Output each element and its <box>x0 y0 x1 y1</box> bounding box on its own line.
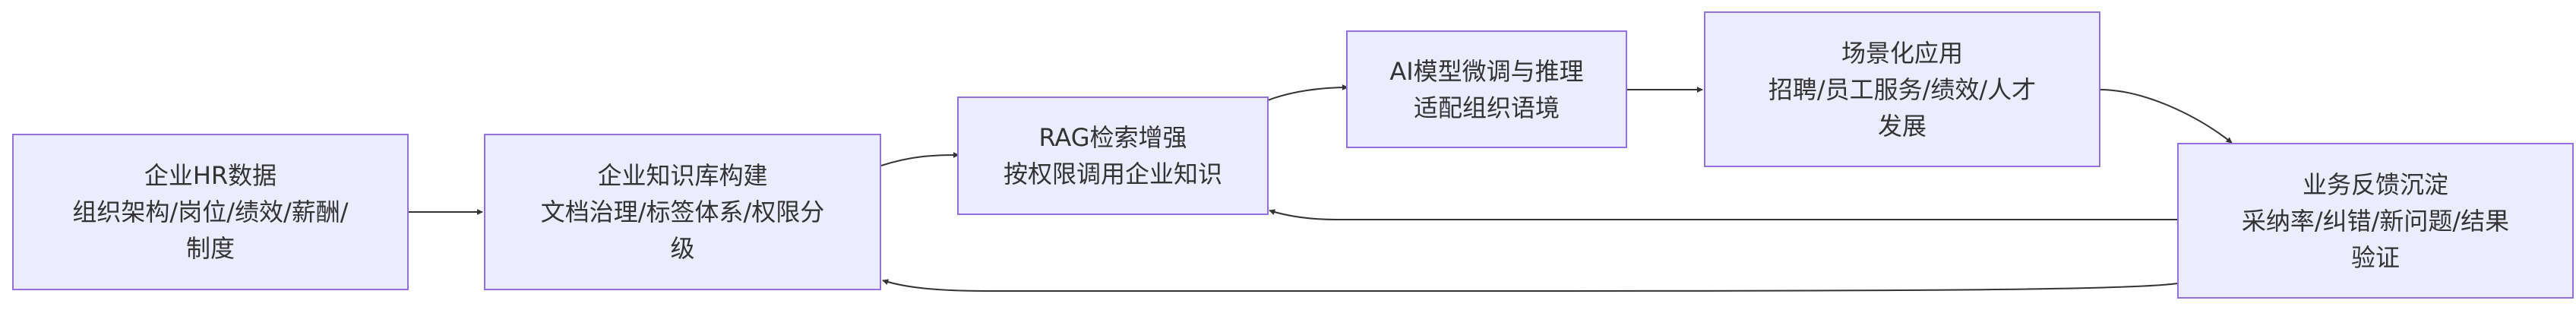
node-rag: RAG检索增强 按权限调用企业知识 <box>957 96 1269 215</box>
node-application-line-3: 发展 <box>1877 111 1926 141</box>
node-application-title: 场景化应用 <box>1841 38 1963 68</box>
edge-rag-to-finetune <box>1267 84 1348 101</box>
edge-feedback-to-kb-build <box>882 279 2178 292</box>
node-finetune-title: AI模型微调与推理 <box>1389 56 1584 86</box>
node-hr-data-line-3: 制度 <box>185 234 235 263</box>
node-hr-data-title: 企业HR数据 <box>144 161 277 190</box>
edge-application-to-feedback <box>2099 89 2233 144</box>
node-rag-title: RAG检索增强 <box>1038 123 1187 152</box>
node-hr-data: 企业HR数据 组织架构/岗位/绩效/薪酬/ 制度 <box>12 134 409 290</box>
node-hr-data-line-2: 组织架构/岗位/绩效/薪酬/ <box>72 198 349 226</box>
node-application-line-2: 招聘/员工服务/绩效/人才 <box>1768 74 2037 104</box>
node-application: 场景化应用 招聘/员工服务/绩效/人才 发展 <box>1704 11 2100 167</box>
node-rag-line-2: 按权限调用企业知识 <box>1003 160 1222 188</box>
node-kb-build-title: 企业知识库构建 <box>597 161 768 190</box>
node-feedback-line-3: 验证 <box>2350 242 2400 272</box>
edge-kb-build-to-rag <box>880 152 959 166</box>
node-feedback-title: 业务反馈沉淀 <box>2302 169 2448 199</box>
node-kb-build-line-2: 文档治理/标签体系/权限分 <box>540 198 825 226</box>
node-finetune: AI模型微调与推理 适配组织语境 <box>1346 30 1627 148</box>
node-kb-build-line-3: 级 <box>670 234 695 263</box>
edge-feedback-to-rag <box>1269 209 2177 220</box>
node-finetune-line-2: 适配组织语境 <box>1413 93 1560 122</box>
node-kb-build: 企业知识库构建 文档治理/标签体系/权限分 级 <box>484 134 881 290</box>
node-feedback: 业务反馈沉淀 采纳率/纠错/新问题/结果 验证 <box>2177 143 2574 299</box>
node-feedback-line-2: 采纳率/纠错/新问题/结果 <box>2241 206 2510 236</box>
